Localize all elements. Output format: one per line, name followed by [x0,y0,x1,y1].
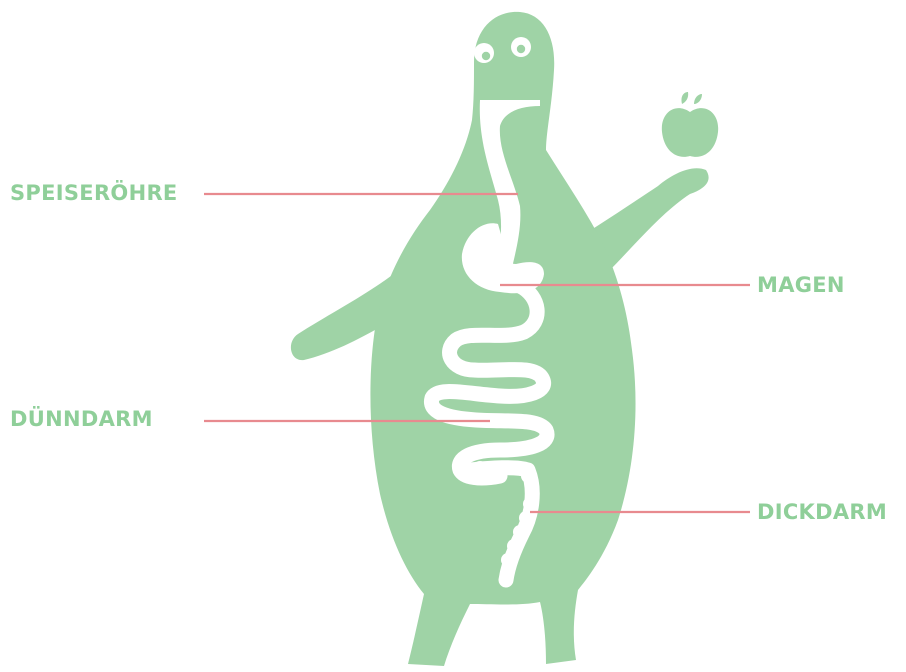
label-magen: MAGEN [757,273,845,297]
right-pupil [517,45,525,53]
apple-body [662,108,718,157]
label-dickdarm: DICKDARM [757,500,887,524]
left-pupil [482,52,490,60]
label-duenndarm: DÜNNDARM [10,407,153,431]
apple-leaf-left [681,92,688,104]
apple-leaf-right [694,94,702,104]
label-speiseroehre: SPEISERÖHRE [10,181,178,205]
apple-icon [662,92,718,157]
